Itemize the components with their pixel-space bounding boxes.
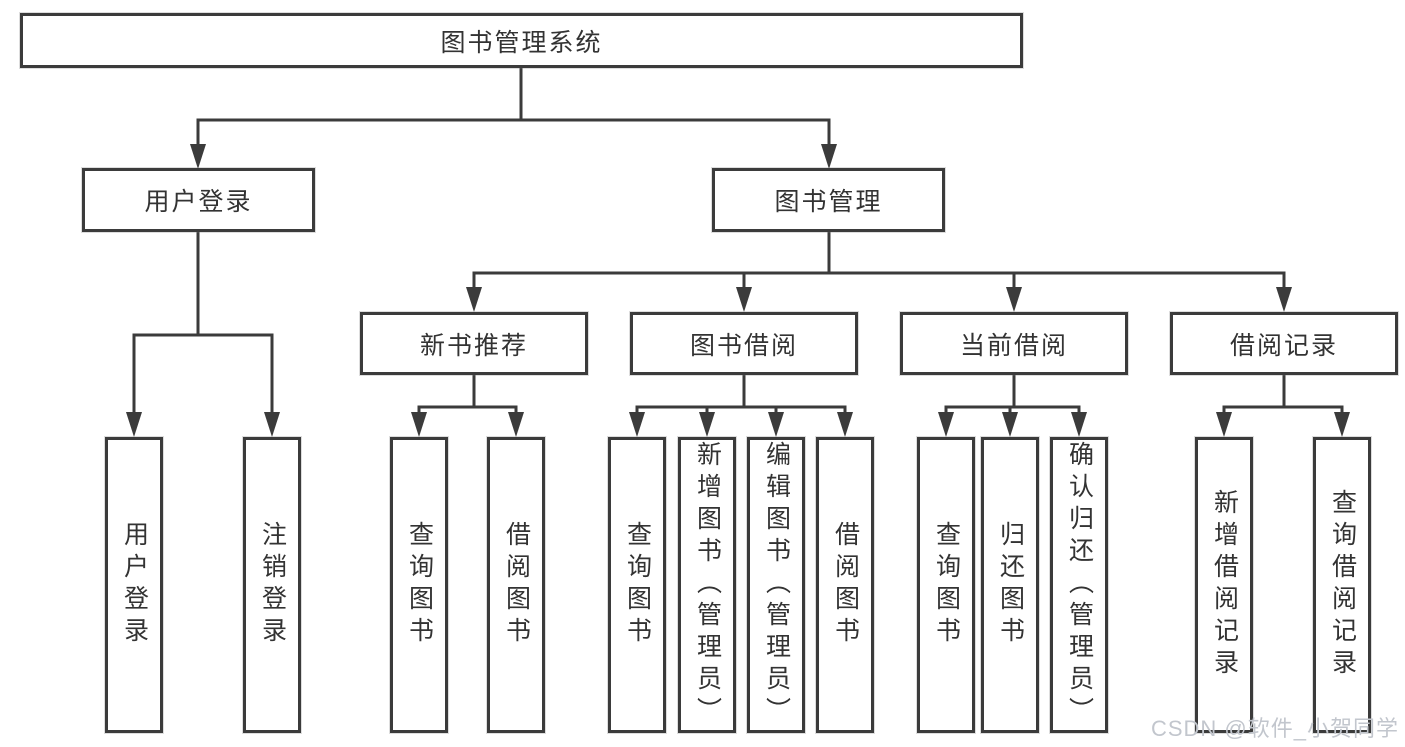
node-library-system: 图书管理系统 (20, 13, 1023, 68)
leaf-query-borrow-record-label: 查询借阅记录 (1328, 489, 1357, 681)
leaf-logout: 注销登录 (243, 437, 301, 733)
node-new-book-recommend-label: 新书推荐 (419, 331, 528, 360)
leaf-return-books-label: 归还图书 (996, 521, 1025, 649)
connector-borrow-record-to-leaves (1216, 375, 1350, 437)
node-current-borrowing-label: 当前借阅 (959, 331, 1068, 360)
leaf-query-books-current: 查询图书 (917, 437, 975, 733)
node-borrow-records: 借阅记录 (1170, 312, 1398, 375)
connector-user-login-to-leaves (126, 232, 280, 437)
node-user-login-label: 用户登录 (144, 188, 253, 216)
node-book-management: 图书管理 (712, 168, 945, 232)
leaf-borrow-books-label: 借阅图书 (831, 521, 860, 649)
connector-new-book-to-leaves (411, 375, 524, 437)
node-current-borrowing: 当前借阅 (900, 312, 1128, 375)
node-borrow-records-label: 借阅记录 (1229, 331, 1338, 360)
leaf-borrow-books-recommend-label: 借阅图书 (502, 521, 531, 649)
leaf-query-books-borrowing: 查询图书 (608, 437, 666, 733)
node-book-borrowing: 图书借阅 (630, 312, 858, 375)
connector-book-mgmt-to-level3 (466, 232, 1292, 312)
leaf-confirm-return-admin: 确认归还（管理员） (1050, 437, 1108, 733)
leaf-query-books-current-label: 查询图书 (932, 521, 961, 649)
leaf-add-borrow-record-label: 新增借阅记录 (1210, 489, 1239, 681)
connector-current-borrow-to-leaves (938, 375, 1087, 437)
leaf-confirm-return-admin-label: 确认归还（管理员） (1065, 441, 1094, 729)
leaf-query-books-recommend-label: 查询图书 (405, 521, 434, 649)
leaf-borrow-books: 借阅图书 (816, 437, 874, 733)
leaf-user-login-label: 用户登录 (120, 521, 149, 649)
node-new-book-recommend: 新书推荐 (360, 312, 588, 375)
leaf-add-borrow-record: 新增借阅记录 (1195, 437, 1253, 733)
leaf-return-books: 归还图书 (981, 437, 1039, 733)
node-book-borrowing-label: 图书借阅 (689, 331, 798, 360)
leaf-edit-books-admin: 编辑图书（管理员） (747, 437, 805, 733)
leaf-query-books-borrowing-label: 查询图书 (623, 521, 652, 649)
node-user-login: 用户登录 (82, 168, 315, 232)
leaf-add-books-admin-label: 新增图书（管理员） (693, 441, 722, 729)
connector-book-borrow-to-leaves (629, 375, 853, 437)
node-library-system-label: 图书管理系统 (440, 28, 603, 57)
leaf-user-login: 用户登录 (105, 437, 163, 733)
node-book-management-label: 图书管理 (774, 188, 883, 216)
watermark-text: CSDN @软件_小贺同学 (1150, 716, 1399, 741)
leaf-edit-books-admin-label: 编辑图书（管理员） (762, 441, 791, 729)
leaf-query-books-recommend: 查询图书 (390, 437, 448, 733)
leaf-borrow-books-recommend: 借阅图书 (487, 437, 545, 733)
leaf-logout-label: 注销登录 (258, 521, 287, 649)
connector-root-to-level2 (190, 67, 837, 169)
leaf-add-books-admin: 新增图书（管理员） (678, 437, 736, 733)
leaf-query-borrow-record: 查询借阅记录 (1313, 437, 1371, 733)
